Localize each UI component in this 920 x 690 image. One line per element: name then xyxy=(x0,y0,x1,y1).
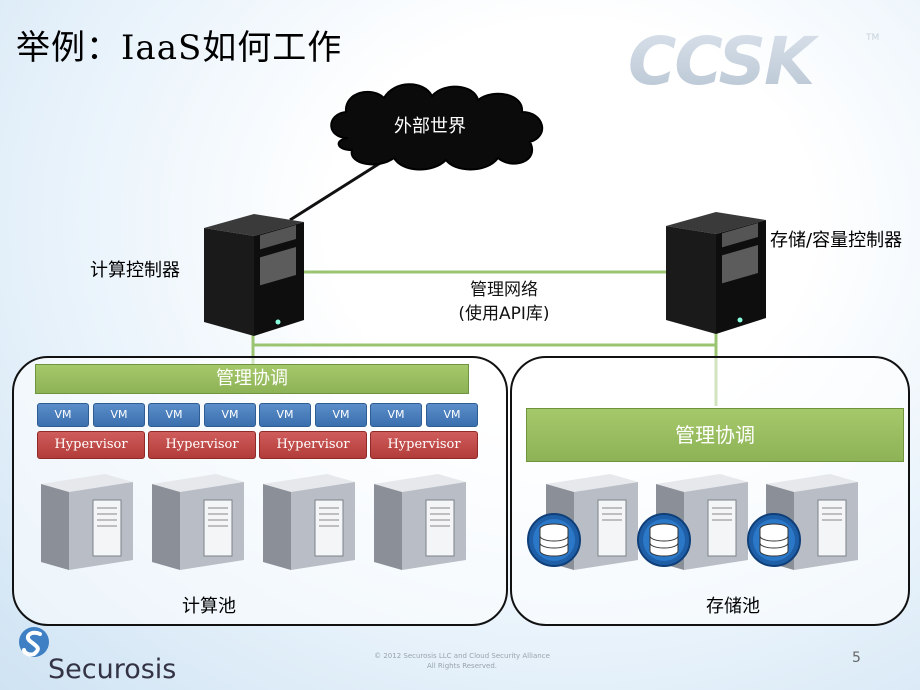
vm-block: VM xyxy=(259,403,311,427)
securosis-logo-icon xyxy=(19,627,49,657)
management-network-label: 管理网络 (使用API库) xyxy=(424,278,584,326)
database-disk-icon xyxy=(746,512,802,572)
storage-controller-label: 存储/容量控制器 xyxy=(770,230,903,251)
cloud-icon xyxy=(330,83,544,171)
page-number: 5 xyxy=(852,650,861,666)
management-network-subtitle: (使用API库) xyxy=(458,304,550,324)
database-disk-icon xyxy=(636,512,692,572)
hypervisor-block: Hypervisor xyxy=(259,431,367,459)
hypervisor-block: Hypervisor xyxy=(148,431,256,459)
compute-pool-label: 计算池 xyxy=(182,596,236,617)
slide-title: 举例：IaaS如何工作 xyxy=(16,28,343,68)
storage-controller-server-icon xyxy=(666,212,766,334)
ccsk-logo: CCSK TM xyxy=(628,23,879,100)
hypervisor-block: Hypervisor xyxy=(370,431,478,459)
vm-block: VM xyxy=(148,403,200,427)
storage-pool-label: 存储池 xyxy=(706,596,760,617)
vm-block: VM xyxy=(204,403,256,427)
compute-host-server-icon xyxy=(150,468,246,576)
svg-text:CCSK: CCSK xyxy=(628,23,820,100)
copyright-footer: © 2012 Securosis LLC and Cloud Security … xyxy=(352,651,572,671)
database-disk-icon xyxy=(526,512,582,572)
vm-block: VM xyxy=(426,403,478,427)
vm-block: VM xyxy=(315,403,367,427)
compute-controller-server-icon xyxy=(204,214,304,336)
svg-text:TM: TM xyxy=(865,33,879,43)
compute-host-server-icon xyxy=(261,468,357,576)
management-network-title: 管理网络 xyxy=(470,280,538,300)
securosis-brand-text: Securosis xyxy=(48,654,177,685)
storage-orchestration-bar: 管理协调 xyxy=(526,408,904,462)
vm-block: VM xyxy=(93,403,145,427)
compute-orchestration-bar: 管理协调 xyxy=(35,364,469,394)
vm-block: VM xyxy=(37,403,89,427)
external-world-label: 外部世界 xyxy=(394,116,466,137)
rights-line: All Rights Reserved. xyxy=(426,662,497,670)
copyright-line: © 2012 Securosis LLC and Cloud Security … xyxy=(374,652,550,660)
vm-block: VM xyxy=(370,403,422,427)
compute-host-server-icon xyxy=(39,468,135,576)
compute-controller-label: 计算控制器 xyxy=(90,260,180,281)
compute-host-server-icon xyxy=(372,468,468,576)
hypervisor-block: Hypervisor xyxy=(37,431,145,459)
